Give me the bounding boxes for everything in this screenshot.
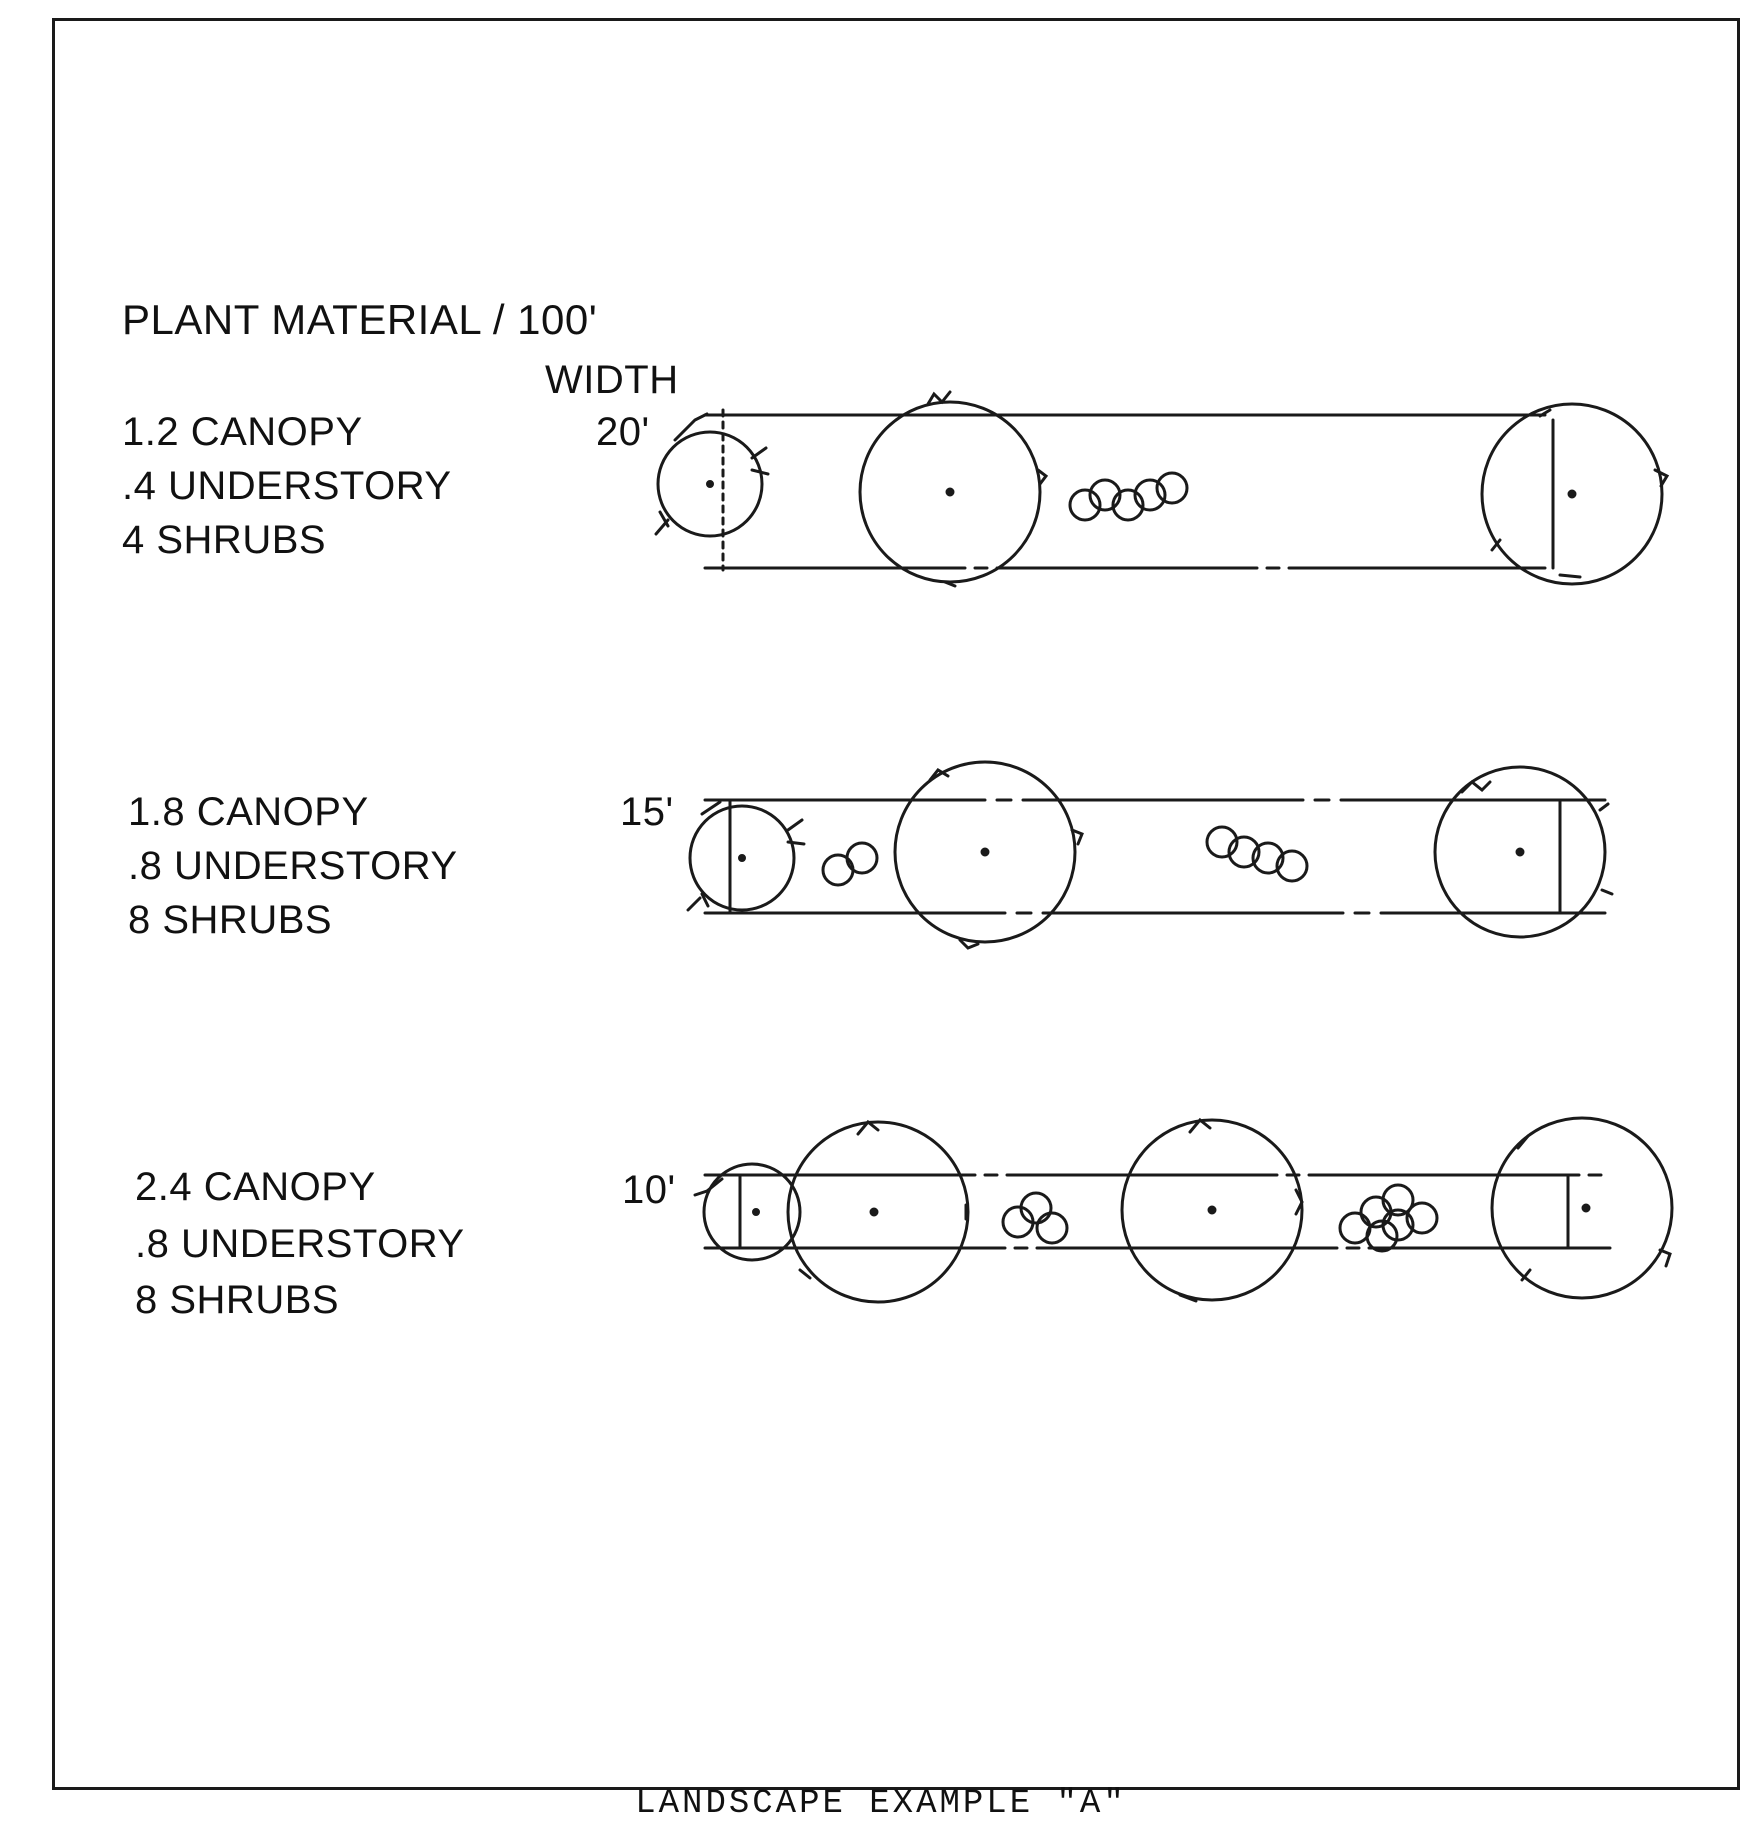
canopy-tree-symbol — [1490, 1116, 1674, 1300]
understory-tree-symbol — [686, 804, 806, 912]
shrub-cluster-symbol — [1205, 825, 1309, 883]
canopy-tree-symbol — [1120, 1117, 1304, 1303]
shrub-cluster-symbol — [1001, 1191, 1069, 1245]
canopy-tree-symbol — [893, 760, 1084, 950]
understory-tree-symbol — [702, 1162, 802, 1262]
buffer-strip-row-2 — [686, 760, 1614, 950]
buffer-strip-row-3 — [702, 1116, 1674, 1304]
shrub-cluster-symbol — [1338, 1183, 1439, 1253]
strip-width-label: 15' — [620, 790, 674, 834]
understory-count-label: .4 UNDERSTORY — [122, 464, 452, 508]
canopy-tree-symbol — [786, 1119, 970, 1304]
width-column-label: WIDTH — [545, 358, 679, 402]
canopy-count-label: 1.8 CANOPY — [128, 790, 369, 834]
shrub-cluster-symbol — [1068, 471, 1189, 522]
shrub-count-label: 8 SHRUBS — [135, 1278, 340, 1322]
diagram-frame — [52, 18, 1740, 1790]
canopy-tree-symbol — [858, 390, 1049, 588]
strip-width-label: 10' — [622, 1168, 676, 1212]
shrub-count-label: 4 SHRUBS — [122, 518, 327, 562]
figure-caption: LANDSCAPE EXAMPLE "A" — [635, 1785, 1127, 1823]
strip-width-label: 20' — [596, 410, 650, 454]
understory-tree-symbol — [654, 430, 770, 538]
shrub-cluster-symbol — [821, 841, 879, 887]
plant-material-header: PLANT MATERIAL / 100' — [122, 296, 598, 343]
width-dimension-leaders — [673, 412, 724, 1197]
canopy-tree-symbol — [1480, 402, 1670, 586]
canopy-count-label: 2.4 CANOPY — [135, 1165, 376, 1209]
buffer-strip-row-1 — [654, 390, 1670, 588]
understory-count-label: .8 UNDERSTORY — [135, 1222, 465, 1266]
canopy-count-label: 1.2 CANOPY — [122, 410, 363, 454]
shrub-count-label: 8 SHRUBS — [128, 898, 333, 942]
understory-count-label: .8 UNDERSTORY — [128, 844, 458, 888]
canopy-tree-symbol — [1433, 765, 1614, 939]
